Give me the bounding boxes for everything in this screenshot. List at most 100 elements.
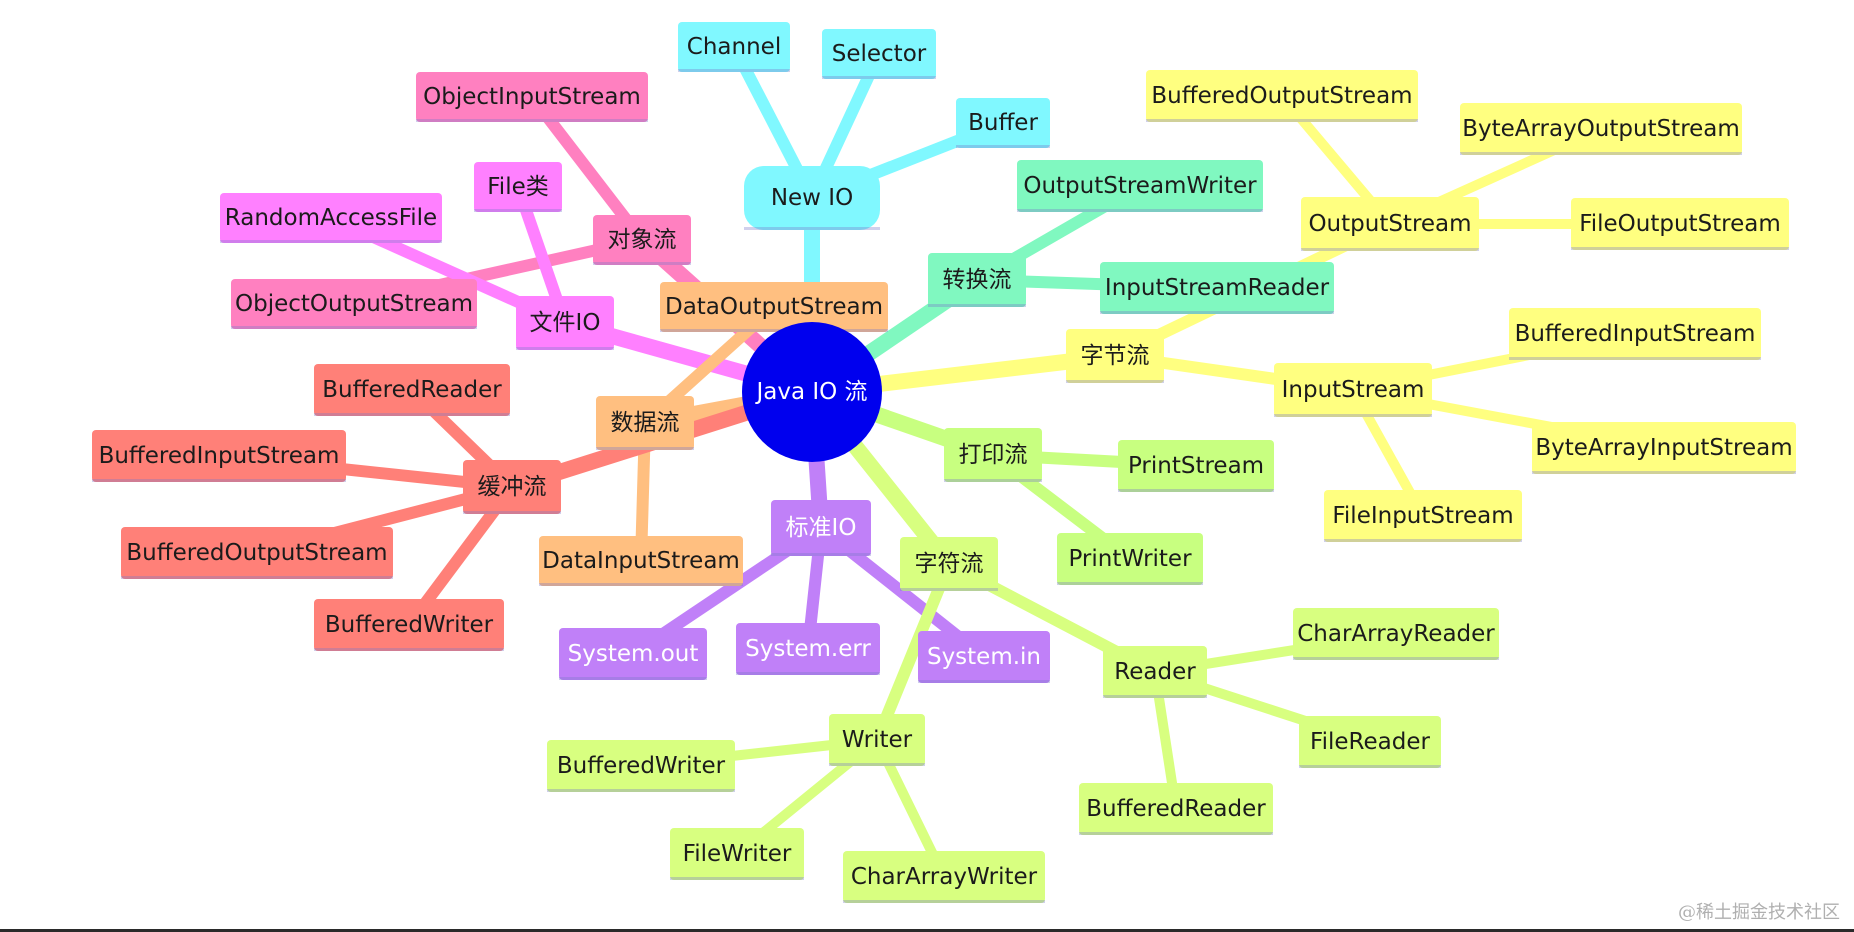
node-std-system-err[interactable]: System.err [736,623,880,675]
node-object-objectoutputstream-underline [231,326,477,329]
node-byte-outputstream-bufferedoutputstream-underline [1146,119,1418,122]
branch-data-box [596,396,694,450]
node-byte-outputstream[interactable]: OutputStream [1301,197,1479,251]
node-char-writer-chararraywriter-box [843,851,1045,903]
branch-std[interactable]: 标准IO [771,500,871,556]
node-byte-outputstream-bufferedoutputstream-label: BufferedOutputStream [1151,83,1412,109]
node-char-writer-chararraywriter-label: CharArrayWriter [851,864,1038,890]
node-char-reader-bufferedreader[interactable]: BufferedReader [1079,783,1273,835]
node-file-randomaccessfile-underline [220,240,442,243]
node-convert-outputstreamwriter-box [1017,160,1263,212]
node-print-printstream-underline [1118,489,1274,492]
branch-convert[interactable]: 转换流 [928,253,1026,307]
node-byte-outputstream-bytearrayoutputstream-label: ByteArrayOutputStream [1462,116,1740,142]
node-file-randomaccessfile[interactable]: RandomAccessFile [220,193,442,243]
node-std-system-in-box [918,631,1050,683]
branch-byte-box [1066,329,1164,383]
branch-data[interactable]: 数据流 [596,396,694,450]
node-newio-channel[interactable]: Channel [678,22,790,72]
branch-char-label: 字符流 [915,551,984,577]
node-data-datainputstream-underline [539,583,743,586]
branch-print[interactable]: 打印流 [944,428,1042,482]
node-data-datainputstream[interactable]: DataInputStream [539,536,743,586]
branch-data-label: 数据流 [611,410,680,436]
node-byte-outputstream-bytearrayoutputstream[interactable]: ByteArrayOutputStream [1460,103,1742,155]
node-print-printstream[interactable]: PrintStream [1118,440,1274,492]
node-buffer-bufferedwriter[interactable]: BufferedWriter [314,599,504,651]
node-object-objectoutputstream[interactable]: ObjectOutputStream [231,279,477,329]
node-newio-selector[interactable]: Selector [822,29,936,79]
node-byte-outputstream-underline [1301,248,1479,251]
node-byte-inputstream-fileinputstream-underline [1324,539,1522,542]
node-std-system-err-underline [736,672,880,675]
node-byte-inputstream[interactable]: InputStream [1274,363,1432,417]
node-byte-inputstream-bytearrayinputstream-box [1532,422,1796,474]
node-char-reader-chararrayreader[interactable]: CharArrayReader [1293,608,1499,660]
node-byte-inputstream-fileinputstream[interactable]: FileInputStream [1324,490,1522,542]
node-file-randomaccessfile-label: RandomAccessFile [225,205,437,231]
node-buffer-bufferedwriter-underline [314,648,504,651]
node-object-objectinputstream[interactable]: ObjectInputStream [416,72,648,122]
node-buffer-bufferedoutputstream-box [121,527,393,579]
node-newio-buffer-underline [956,145,1050,148]
branch-char-box [900,537,998,591]
node-buffer-bufferedreader[interactable]: BufferedReader [314,364,510,416]
node-object-objectinputstream-box [416,72,648,122]
node-file-file-underline [474,209,562,212]
branch-print-box [944,428,1042,482]
node-char-writer-bufferedwriter-underline [547,789,735,792]
node-byte-inputstream-bufferedinputstream-box [1509,308,1761,360]
node-data-datainputstream-label: DataInputStream [542,548,740,574]
node-buffer-bufferedinputstream-box [92,430,346,482]
node-convert-inputstreamreader[interactable]: InputStreamReader [1100,262,1334,314]
node-std-system-in[interactable]: System.in [918,631,1050,683]
branch-file-label: 文件IO [530,310,601,336]
node-byte-outputstream-fileoutputstream[interactable]: FileOutputStream [1571,198,1789,250]
branch-buffer[interactable]: 缓冲流 [463,460,561,514]
node-print-printwriter[interactable]: PrintWriter [1057,533,1203,585]
node-print-printwriter-label: PrintWriter [1068,546,1192,572]
node-byte-inputstream-fileinputstream-label: FileInputStream [1332,503,1513,529]
branch-file[interactable]: 文件IO [516,296,614,350]
node-data-dataoutputstream-underline [660,329,888,332]
node-byte-inputstream-bufferedinputstream[interactable]: BufferedInputStream [1509,308,1761,360]
node-convert-outputstreamwriter[interactable]: OutputStreamWriter [1017,160,1263,212]
bottom-divider [0,929,1854,932]
node-char-writer-chararraywriter[interactable]: CharArrayWriter [843,851,1045,903]
node-data-dataoutputstream[interactable]: DataOutputStream [660,282,888,332]
node-std-system-out[interactable]: System.out [559,628,707,680]
node-char-writer[interactable]: Writer [829,714,925,766]
node-char-writer-bufferedwriter-box [547,740,735,792]
branch-object[interactable]: 对象流 [593,215,691,265]
node-char-reader-bufferedreader-label: BufferedReader [1086,796,1266,822]
node-object-objectoutputstream-label: ObjectOutputStream [235,291,473,317]
node-file-file[interactable]: File类 [474,162,562,212]
node-char-reader-filereader[interactable]: FileReader [1299,716,1441,768]
node-buffer-bufferedoutputstream-label: BufferedOutputStream [126,540,387,566]
node-print-printstream-box [1118,440,1274,492]
node-print-printwriter-box [1057,533,1203,585]
node-buffer-bufferedinputstream[interactable]: BufferedInputStream [92,430,346,482]
node-char-reader[interactable]: Reader [1103,646,1207,698]
node-convert-inputstreamreader-underline [1100,311,1334,314]
branch-char[interactable]: 字符流 [900,537,998,591]
node-std-system-out-label: System.out [568,641,699,667]
node-char-writer-filewriter[interactable]: FileWriter [670,828,804,880]
node-newio-channel-label: Channel [687,34,781,60]
node-char-reader-bufferedreader-underline [1079,832,1273,835]
node-object-objectinputstream-underline [416,119,648,122]
node-file-randomaccessfile-box [220,193,442,243]
node-byte-outputstream-bufferedoutputstream[interactable]: BufferedOutputStream [1146,70,1418,122]
branch-std-box [771,500,871,556]
branch-data-underline [596,447,694,450]
branch-newio[interactable]: New IO [744,166,880,230]
root-node[interactable]: Java IO 流 [742,322,882,462]
node-byte-inputstream-bytearrayinputstream[interactable]: ByteArrayInputStream [1532,422,1796,474]
branch-byte[interactable]: 字节流 [1066,329,1164,383]
node-buffer-bufferedoutputstream[interactable]: BufferedOutputStream [121,527,393,579]
node-std-system-err-box [736,623,880,675]
node-byte-outputstream-bytearrayoutputstream-box [1460,103,1742,155]
node-convert-inputstreamreader-box [1100,262,1334,314]
node-char-writer-bufferedwriter[interactable]: BufferedWriter [547,740,735,792]
node-newio-buffer[interactable]: Buffer [956,98,1050,148]
